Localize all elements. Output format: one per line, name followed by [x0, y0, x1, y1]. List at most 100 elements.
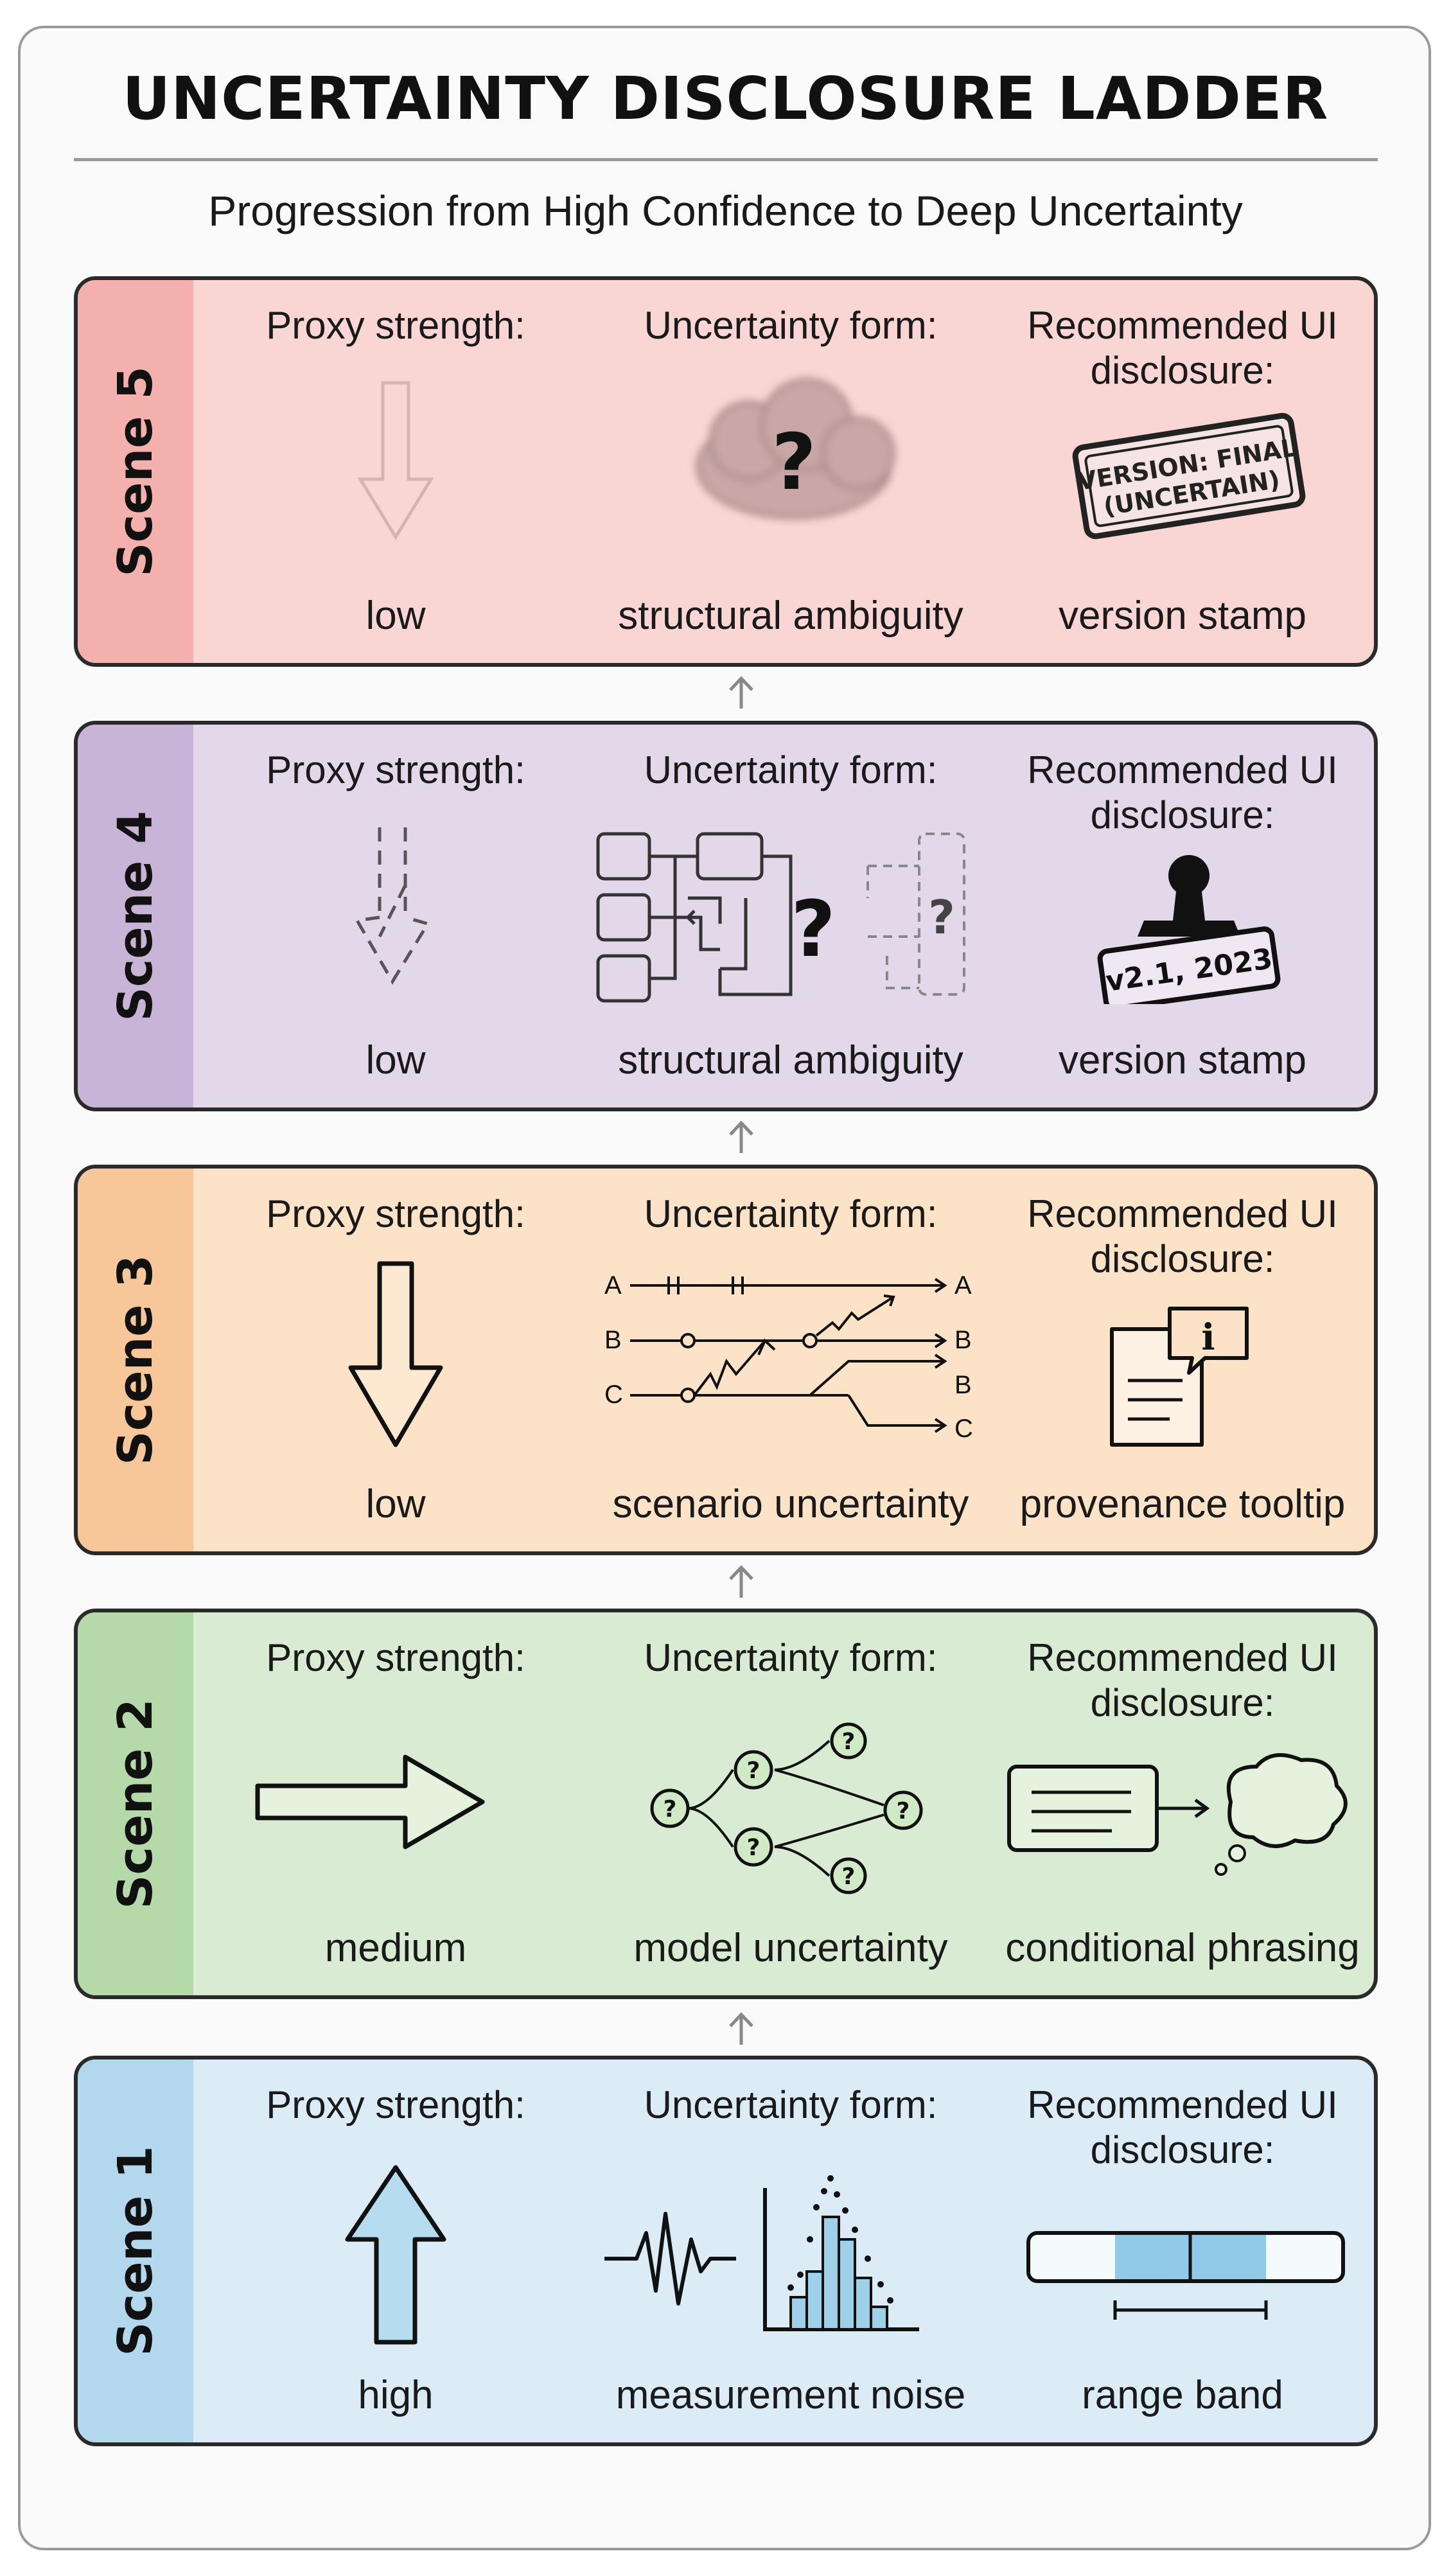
proxy-value: low [365, 1038, 426, 1082]
scene-2-card: Scene 2 Proxy strength: medium Uncertain… [74, 1609, 1378, 1999]
scene-strip [78, 1612, 193, 1995]
disclosure-header-line1: Recommended UI [1027, 748, 1338, 791]
svg-text:?: ? [928, 890, 955, 944]
form-column: Uncertainty form: ? ? ? ? ? [585, 1612, 996, 1995]
scene-1-card: Scene 1 Proxy strength: high Uncertainty… [74, 2056, 1378, 2446]
disclosure-header: Recommended UI disclosure: [996, 303, 1369, 393]
disclosure-header-line1: Recommended UI [1027, 304, 1338, 347]
scenario-label: B [954, 1326, 972, 1354]
disclosure-column: Recommended UI disclosure: v2.1, 2023 ve… [996, 725, 1369, 1107]
disclosure-column: Recommended UI disclosure: conditional p… [996, 1612, 1369, 1995]
up-connector-icon [729, 2012, 753, 2045]
diagram-question: ? [791, 885, 836, 975]
proxy-header: Proxy strength: [266, 304, 525, 347]
node-question: ? [842, 1864, 856, 1890]
form-header: Uncertainty form: [644, 1192, 938, 1235]
scenario-label: B [954, 1371, 972, 1399]
noise-histogram-icon [604, 2175, 919, 2331]
scene-strip [78, 2060, 193, 2442]
text-to-thought-icon [1007, 1753, 1348, 1876]
dashed-broken-arrow-icon [354, 827, 430, 985]
scenario-branches-icon: A B C A B B C [604, 1271, 973, 1443]
proxy-value: low [365, 1482, 426, 1526]
form-column: Uncertainty form: measurement noise [585, 2060, 996, 2442]
proxy-header: Proxy strength: [266, 1192, 525, 1235]
node-question: ? [842, 1729, 856, 1755]
scene-strip [78, 280, 193, 663]
disclosure-header: Recommended UI disclosure: [996, 2083, 1369, 2173]
up-connector-icon [729, 676, 753, 709]
title-divider [74, 158, 1378, 161]
range-band-icon [1026, 2231, 1345, 2320]
scenario-label: C [604, 1381, 623, 1409]
disclosure-header: Recommended UI disclosure: [996, 1636, 1369, 1725]
disclosure-column: Recommended UI disclosure: i provenance … [996, 1169, 1369, 1551]
disclosure-header-line2: disclosure: [1090, 349, 1275, 392]
disclosure-value: provenance tooltip [1019, 1482, 1346, 1526]
form-value: structural ambiguity [618, 1038, 963, 1082]
scene-strip [78, 1169, 193, 1551]
form-value: model uncertainty [633, 1926, 948, 1970]
scenario-label: B [604, 1326, 622, 1354]
disclosure-column: Recommended UI disclosure: VERSION: FINA… [996, 280, 1369, 663]
form-header: Uncertainty form: [644, 748, 938, 791]
scene-4-card: Scene 4 Proxy strength: low Uncertainty … [74, 721, 1378, 1111]
scene-label: Scene 1 [108, 2146, 163, 2356]
disclosure-header-line2: disclosure: [1090, 793, 1275, 836]
scene-5-card: Scene 5 Proxy strength: low Uncertainty … [74, 276, 1378, 667]
proxy-column: Proxy strength: low [216, 280, 576, 663]
cloud-question-icon: ? [696, 378, 895, 520]
proxy-column: Proxy strength: medium [216, 1612, 576, 1995]
form-value: scenario uncertainty [612, 1482, 969, 1526]
form-value: structural ambiguity [618, 594, 963, 638]
proxy-column: Proxy strength: low [216, 725, 576, 1107]
form-header: Uncertainty form: [644, 1636, 938, 1679]
disclosure-header-line1: Recommended UI [1027, 2083, 1338, 2126]
form-header: Uncertainty form: [644, 304, 938, 347]
form-column: Uncertainty form: A B C A B B C [585, 1169, 996, 1551]
form-column: Uncertainty form: ? ? structural ambigui… [585, 725, 996, 1107]
scenario-label: A [604, 1271, 622, 1300]
form-value: measurement noise [615, 2373, 966, 2417]
disclosure-header: Recommended UI disclosure: [996, 748, 1369, 838]
disclosure-header-line2: disclosure: [1090, 1237, 1275, 1280]
info-glyph: i [1201, 1316, 1215, 1359]
outline-down-arrow-icon [348, 1261, 443, 1447]
up-connector-icon [729, 1120, 753, 1153]
up-arrow-icon [345, 2165, 446, 2345]
disclosure-header-line2: disclosure: [1090, 1681, 1275, 1724]
disclosure-header-line1: Recommended UI [1027, 1636, 1338, 1679]
scenario-label: A [954, 1271, 972, 1300]
disclosure-header-line1: Recommended UI [1027, 1192, 1338, 1235]
page-subtitle: Progression from High Confidence to Deep… [208, 187, 1243, 234]
faded-down-arrow-icon [357, 381, 434, 540]
node-question: ? [897, 1798, 910, 1824]
scene-label: Scene 5 [108, 366, 163, 577]
proxy-header: Proxy strength: [266, 748, 525, 791]
scene-strip [78, 725, 193, 1107]
proxy-column: Proxy strength: low [216, 1169, 576, 1551]
disclosure-header-line2: disclosure: [1090, 2128, 1275, 2171]
svg-text:?: ? [771, 418, 816, 507]
block-diagram-question-icon: ? ? [596, 832, 965, 1003]
up-connector-icon [729, 1565, 753, 1598]
disclosure-column: Recommended UI disclosure: range band [996, 2060, 1369, 2442]
disclosure-value: conditional phrasing [1005, 1926, 1360, 1970]
scene-label: Scene 2 [108, 1698, 163, 1909]
scene-label: Scene 4 [108, 811, 163, 1021]
scene-label: Scene 3 [108, 1255, 163, 1465]
proxy-value: medium [324, 1926, 467, 1970]
proxy-header: Proxy strength: [266, 1636, 525, 1679]
rubber-stamp-icon: VERSION: FINAL (UNCERTAIN) [1072, 412, 1306, 540]
form-column: Uncertainty form: ? structural ambiguity [585, 280, 996, 663]
proxy-value: low [365, 594, 426, 638]
disclosure-value: version stamp [1059, 594, 1306, 638]
node-question: ? [664, 1796, 677, 1822]
disclosure-value: version stamp [1059, 1038, 1306, 1082]
node-question: ? [747, 1835, 761, 1861]
form-header: Uncertainty form: [644, 2083, 938, 2126]
document-info-icon: i [1110, 1307, 1249, 1447]
question-node-graph-icon: ? ? ? ? ? ? [650, 1722, 923, 1894]
scene-3-card: Scene 3 Proxy strength: low Uncertainty … [74, 1165, 1378, 1555]
proxy-value: high [358, 2373, 434, 2417]
